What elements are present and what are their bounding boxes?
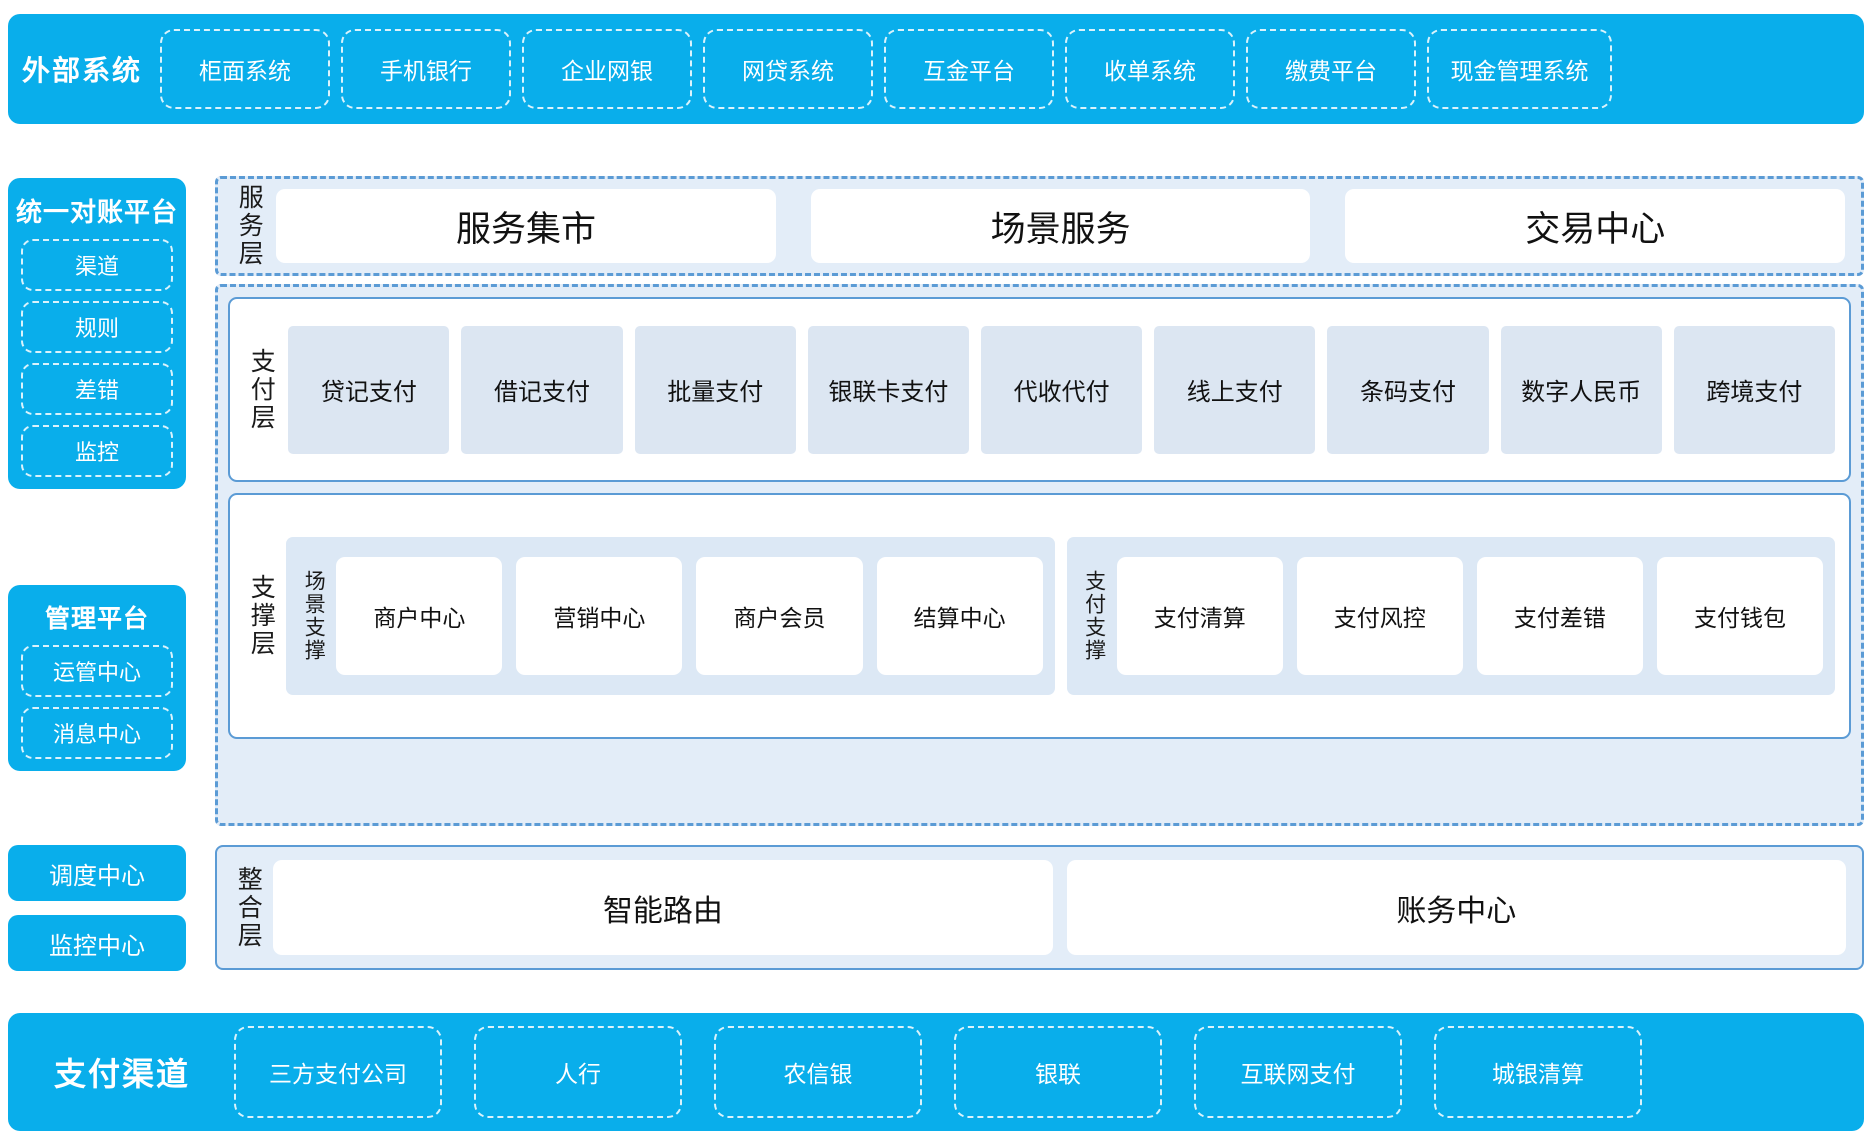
payment-card-cross-border[interactable]: 跨境支付: [1673, 325, 1835, 454]
integration-layer-panel: 整合层 智能路由 账务中心: [215, 845, 1864, 970]
service-card-marketplace[interactable]: 服务集市: [276, 189, 776, 263]
payment-channel-chip-2[interactable]: 农信银: [714, 1026, 922, 1118]
reconciliation-item-error[interactable]: 差错: [21, 363, 173, 415]
support-card-merchant-member[interactable]: 商户会员: [696, 557, 863, 675]
external-system-chip-3[interactable]: 网贷系统: [703, 29, 873, 109]
payment-support-label: 支付支撑: [1082, 570, 1106, 662]
reconciliation-item-rule[interactable]: 规则: [21, 301, 173, 353]
service-layer-label: 服务层: [235, 184, 264, 268]
management-platform-title: 管理平台: [44, 605, 149, 633]
payment-channel-chip-1[interactable]: 人行: [474, 1026, 682, 1118]
payment-channels-bar: 支付渠道 三方支付公司 人行 农信银 银联 互联网支付 城银清算: [8, 1013, 1864, 1131]
payment-layer-card-list: 贷记支付 借记支付 批量支付 银联卡支付 代收代付 线上支付 条码支付 数字人民…: [288, 325, 1835, 454]
support-card-settlement-center[interactable]: 结算中心: [876, 557, 1043, 675]
management-item-message-center[interactable]: 消息中心: [21, 707, 173, 759]
integration-card-smart-routing[interactable]: 智能路由: [273, 860, 1053, 955]
support-layer-label: 支撑层: [247, 574, 276, 658]
external-system-chip-1[interactable]: 手机银行: [341, 29, 511, 109]
payment-card-batch[interactable]: 批量支付: [634, 325, 796, 454]
scheduling-center-block[interactable]: 调度中心: [8, 845, 186, 901]
scenario-support-group: 场景支撑 商户中心 营销中心 商户会员 结算中心: [286, 537, 1055, 695]
external-system-chip-2[interactable]: 企业网银: [522, 29, 692, 109]
payment-layer-label: 支付层: [247, 347, 276, 432]
payment-card-barcode[interactable]: 条码支付: [1327, 325, 1489, 454]
support-layer-group-list: 场景支撑 商户中心 营销中心 商户会员 结算中心 支付支撑 支付清算 支付风控 …: [286, 537, 1835, 695]
payment-card-credit[interactable]: 贷记支付: [288, 325, 450, 454]
scenario-support-label: 场景支撑: [302, 570, 326, 662]
service-card-transaction-center[interactable]: 交易中心: [1345, 189, 1845, 263]
payment-support-group: 支付支撑 支付清算 支付风控 支付差错 支付钱包: [1066, 537, 1835, 695]
external-system-chip-6[interactable]: 缴费平台: [1246, 29, 1416, 109]
external-systems-title: 外部系统: [21, 55, 142, 86]
core-platform-container: 支付层 贷记支付 借记支付 批量支付 银联卡支付 代收代付 线上支付 条码支付 …: [215, 284, 1864, 826]
external-system-chip-0[interactable]: 柜面系统: [160, 29, 330, 109]
payment-card-online[interactable]: 线上支付: [1154, 325, 1316, 454]
external-system-chip-5[interactable]: 收单系统: [1065, 29, 1235, 109]
payment-channel-chip-0[interactable]: 三方支付公司: [234, 1026, 442, 1118]
service-card-scenario[interactable]: 场景服务: [810, 189, 1311, 263]
payment-channels-chip-list: 三方支付公司 人行 农信银 银联 互联网支付 城银清算: [234, 1026, 1642, 1118]
payment-support-card-list: 支付清算 支付风控 支付差错 支付钱包: [1116, 557, 1823, 675]
payment-card-debit[interactable]: 借记支付: [461, 325, 623, 454]
payment-card-collection-payment[interactable]: 代收代付: [981, 325, 1143, 454]
support-card-payment-wallet[interactable]: 支付钱包: [1656, 557, 1823, 675]
reconciliation-platform-block: 统一对账平台 渠道 规则 差错 监控: [8, 178, 186, 489]
support-layer-panel: 支撑层 场景支撑 商户中心 营销中心 商户会员 结算中心 支付支撑 支付清算: [228, 493, 1851, 739]
support-card-payment-error[interactable]: 支付差错: [1476, 557, 1643, 675]
payment-channel-chip-5[interactable]: 城银清算: [1434, 1026, 1642, 1118]
management-item-operations-center[interactable]: 运管中心: [21, 645, 173, 697]
integration-layer-label: 整合层: [234, 865, 263, 950]
external-systems-bar: 外部系统 柜面系统 手机银行 企业网银 网贷系统 互金平台 收单系统 缴费平台 …: [8, 14, 1864, 124]
monitoring-center-block[interactable]: 监控中心: [8, 915, 186, 971]
reconciliation-item-channel[interactable]: 渠道: [21, 239, 173, 291]
external-systems-chip-list: 柜面系统 手机银行 企业网银 网贷系统 互金平台 收单系统 缴费平台 现金管理系…: [160, 29, 1612, 109]
support-card-payment-risk[interactable]: 支付风控: [1296, 557, 1463, 675]
payment-channel-chip-4[interactable]: 互联网支付: [1194, 1026, 1402, 1118]
payment-card-digital-rmb[interactable]: 数字人民币: [1500, 325, 1662, 454]
integration-card-accounting-center[interactable]: 账务中心: [1066, 860, 1846, 955]
payment-card-unionpay[interactable]: 银联卡支付: [807, 325, 969, 454]
payment-channels-title: 支付渠道: [53, 1056, 190, 1092]
management-platform-block: 管理平台 运管中心 消息中心: [8, 585, 186, 771]
service-layer-panel: 服务层 服务集市 场景服务 交易中心: [215, 176, 1864, 276]
support-card-marketing-center[interactable]: 营销中心: [516, 557, 683, 675]
external-system-chip-7[interactable]: 现金管理系统: [1427, 29, 1612, 109]
payment-layer-panel: 支付层 贷记支付 借记支付 批量支付 银联卡支付 代收代付 线上支付 条码支付 …: [228, 297, 1851, 482]
payment-channel-chip-3[interactable]: 银联: [954, 1026, 1162, 1118]
integration-layer-card-list: 智能路由 账务中心: [273, 860, 1846, 955]
external-system-chip-4[interactable]: 互金平台: [884, 29, 1054, 109]
support-card-payment-clearing[interactable]: 支付清算: [1116, 557, 1283, 675]
service-layer-card-list: 服务集市 场景服务 交易中心: [276, 189, 1845, 263]
scenario-support-card-list: 商户中心 营销中心 商户会员 结算中心: [336, 557, 1043, 675]
support-card-merchant-center[interactable]: 商户中心: [336, 557, 503, 675]
reconciliation-platform-title: 统一对账平台: [16, 197, 179, 227]
reconciliation-item-monitor[interactable]: 监控: [21, 425, 173, 477]
